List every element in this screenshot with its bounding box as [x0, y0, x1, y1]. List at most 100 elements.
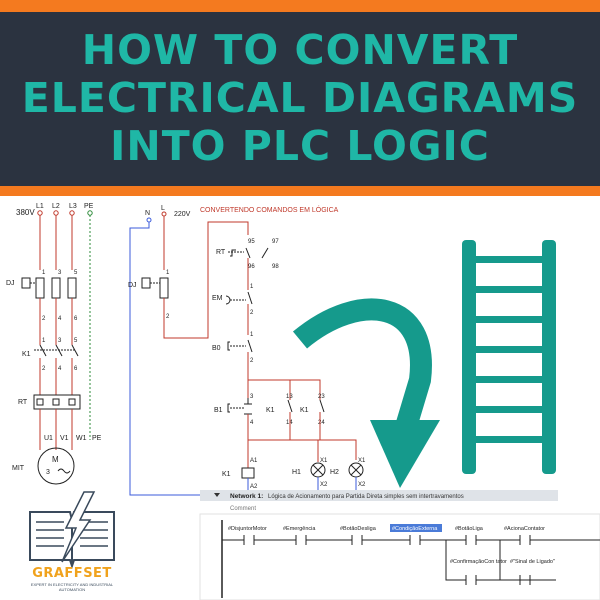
- motor-symbol: [37, 447, 75, 485]
- lamp-h2-x1: X1: [358, 458, 366, 464]
- lamp-h2-label: H2: [330, 469, 339, 476]
- motor-pe: PE: [92, 435, 102, 442]
- em-contact-symbol: [225, 291, 253, 305]
- network-comment: Comment: [230, 506, 256, 512]
- em-t2: 2: [250, 310, 254, 316]
- breaker-t2: 2: [42, 316, 46, 322]
- contact-botaoliga-label: #BotãoLiga: [455, 526, 484, 532]
- motor-u1: U1: [44, 435, 53, 442]
- logo-name: GRAFFSET: [32, 566, 112, 581]
- rt-96: 96: [248, 264, 255, 270]
- k1-contact-a-label: K1: [266, 407, 275, 414]
- breaker-t5: 5: [74, 270, 78, 276]
- contact-acionacontator-label: #AcionaContator: [504, 526, 545, 532]
- contactor-t1: 1: [42, 338, 46, 344]
- contact-sinal-label: #"Sinal de Ligado": [510, 559, 555, 565]
- b0-label: B0: [212, 345, 221, 352]
- contact-confirmacao[interactable]: [465, 575, 477, 585]
- lamp-h1: [310, 462, 326, 478]
- b0-t1: 1: [250, 332, 254, 338]
- motor-tilde: [57, 468, 71, 474]
- contactor-t6: 6: [74, 366, 78, 372]
- contactor-t2: 2: [42, 366, 46, 372]
- contact-acionacontator[interactable]: [519, 535, 531, 545]
- k1-23: 23: [318, 394, 325, 400]
- pe-terminal: [87, 210, 93, 216]
- power-voltage: 380V: [16, 208, 35, 217]
- branch-top-wire: [248, 379, 321, 400]
- l1-terminal: [37, 210, 43, 216]
- selected-contact-highlight: [390, 524, 442, 532]
- network-label: Network 1:: [230, 493, 263, 500]
- lamp-h1-x2: X2: [320, 482, 328, 488]
- ladder-icon: [462, 240, 556, 474]
- phase-l1: L1: [36, 203, 44, 210]
- breaker-symbol: [21, 277, 77, 299]
- k1-contact-b-label: K1: [300, 407, 309, 414]
- control-breaker-label: DJ: [128, 282, 137, 289]
- contact-botaodesliga[interactable]: [351, 535, 363, 545]
- em-t1: 1: [250, 284, 254, 290]
- contactor-t4: 4: [58, 366, 62, 372]
- control-feed-wire: [163, 221, 249, 339]
- cb-t2: 2: [166, 314, 170, 320]
- control-breaker-symbol: [141, 277, 169, 299]
- k1-contact-a: [287, 399, 293, 413]
- rt-97: 97: [272, 239, 279, 245]
- breaker-t1: 1: [42, 270, 46, 276]
- overload-symbol: [33, 394, 81, 410]
- phase-l2: L2: [52, 203, 60, 210]
- phase-l3: L3: [69, 203, 77, 210]
- contact-condicao[interactable]: [409, 535, 421, 545]
- breaker-t3: 3: [58, 270, 62, 276]
- b1-t4: 4: [250, 420, 254, 426]
- contactor-t3: 3: [58, 338, 62, 344]
- top-stripe: [0, 0, 600, 12]
- b1-contact-symbol: [227, 398, 252, 415]
- b0-contact-symbol: [227, 339, 253, 353]
- contact-disjuntor[interactable]: [243, 535, 255, 545]
- rt-98: 98: [272, 264, 279, 270]
- phase-pe: PE: [84, 203, 94, 210]
- power-circuit: 380V L1 L2 L3 PE DJ 1 3 5 2 4 6 K1: [6, 203, 102, 485]
- network-header: [200, 490, 558, 501]
- control-title: CONVERTENDO COMANDOS EM LÓGICA: [200, 205, 339, 214]
- rt-contact-label: RT: [216, 249, 226, 256]
- contact-emergencia[interactable]: [295, 535, 307, 545]
- contact-botaoliga[interactable]: [465, 535, 477, 545]
- overload-label: RT: [18, 399, 28, 406]
- coil-a1: A1: [250, 458, 258, 464]
- contact-disjuntor-label: #DisjuntorMotor: [228, 526, 267, 532]
- bottom-stripe: [0, 186, 600, 196]
- plc-contact-labels: #DisjuntorMotor #Emergência #BotãoDeslig…: [228, 524, 545, 532]
- coil-label: K1: [222, 471, 231, 478]
- page-title: HOW TO CONVERT ELECTRICAL DIAGRAMS INTO …: [0, 26, 600, 170]
- rt-95: 95: [248, 239, 255, 245]
- l2-terminal: [53, 210, 59, 216]
- k1-coil: [241, 467, 255, 479]
- curved-arrow-icon: [292, 298, 440, 488]
- contactor-symbol: [34, 344, 79, 357]
- l3-terminal: [69, 210, 75, 216]
- k1-13: 13: [286, 394, 293, 400]
- lamp-h2-x2: X2: [358, 482, 366, 488]
- motor-label: MIT: [12, 465, 25, 472]
- motor-m: M: [52, 455, 59, 464]
- motor-phase: 3: [46, 469, 50, 476]
- contact-confirmacao-label: #ConfirmaçãoCon tator: [450, 559, 507, 565]
- b1-label: B1: [214, 407, 223, 414]
- contact-condicao-label[interactable]: #CondiçãoExterna: [392, 526, 438, 532]
- contact-emergencia-label: #Emergência: [283, 526, 316, 532]
- breaker-t6: 6: [74, 316, 78, 322]
- coil-a2: A2: [250, 484, 258, 490]
- title-line-3: INTO PLC LOGIC: [110, 122, 490, 170]
- b0-t2: 2: [250, 358, 254, 364]
- motor-w1: W1: [76, 435, 87, 442]
- supply-l-label: L: [161, 205, 165, 212]
- breaker-t4: 4: [58, 316, 62, 322]
- supply-n-label: N: [145, 210, 150, 217]
- neutral-wire: [129, 222, 215, 496]
- rt-contact-symbol: [228, 247, 269, 259]
- cb-t1: 1: [166, 270, 170, 276]
